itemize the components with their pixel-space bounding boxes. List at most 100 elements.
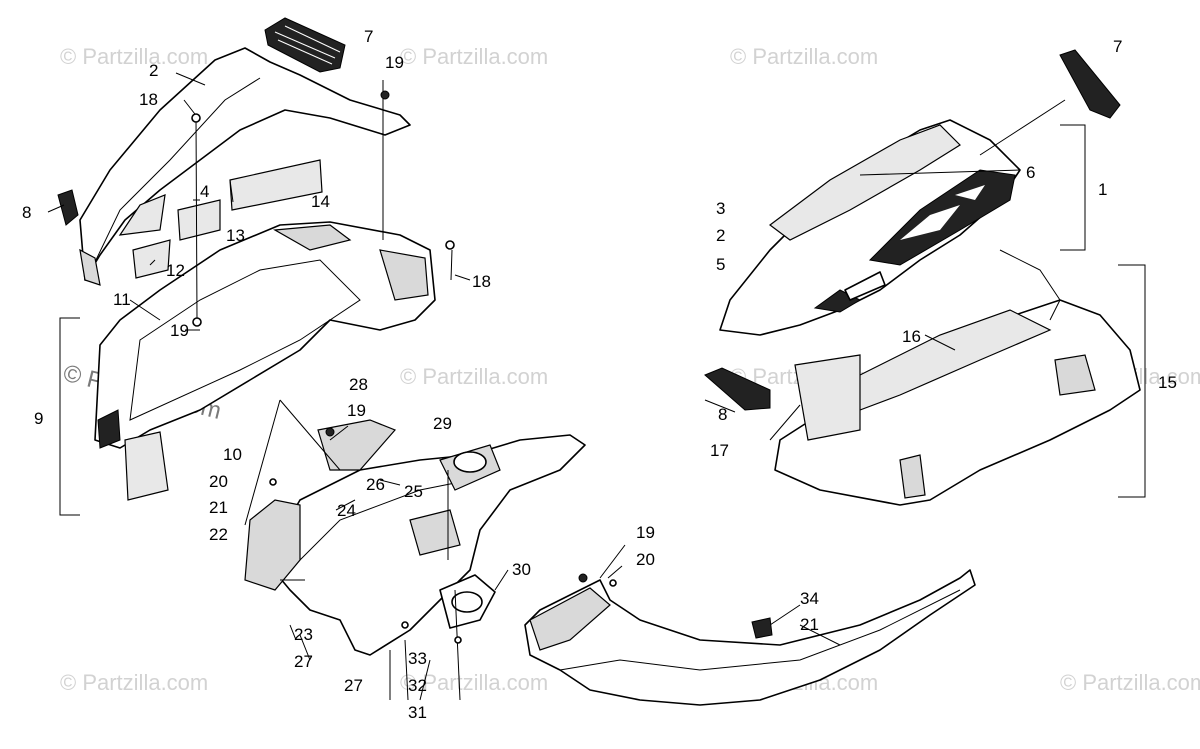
vent-8 <box>704 367 771 411</box>
leader-lines <box>704 334 956 441</box>
bracket-9 <box>59 317 80 516</box>
callout-label: 15 <box>1158 373 1177 392</box>
fastener <box>401 621 409 629</box>
side-trim <box>57 189 79 226</box>
vent-7 <box>1059 49 1121 119</box>
hood-edge <box>79 248 101 286</box>
watermark: © Partzilla.com <box>1060 670 1200 695</box>
callout-label: 25 <box>404 482 423 501</box>
watermark: © Partzilla.com <box>400 364 548 389</box>
callout-label: 18 <box>139 90 158 109</box>
callout-label: 1 <box>1098 180 1107 199</box>
inner-panel-side <box>379 249 429 301</box>
side-panel-rear <box>999 249 1061 321</box>
callout-label: 16 <box>902 327 921 346</box>
callout-label: 14 <box>311 192 330 211</box>
leader-lines <box>859 99 1066 176</box>
decal-13 <box>177 199 221 241</box>
runner-contour <box>559 589 961 671</box>
bracket-1 <box>1060 124 1086 251</box>
decal-17 <box>794 354 861 441</box>
fastener <box>192 317 202 327</box>
callout-label: 22 <box>209 525 228 544</box>
watermark: © Partzilla.com <box>730 44 878 69</box>
hood-contour <box>94 77 261 263</box>
callout-label: 13 <box>226 226 245 245</box>
callout-label: 8 <box>718 405 727 424</box>
vent-grille-mesh <box>274 25 341 65</box>
callout-label: 17 <box>710 441 729 460</box>
grommet-30-hole <box>451 591 483 613</box>
decal-12 <box>132 239 171 279</box>
deflector-28 <box>317 419 397 471</box>
callout-label: 11 <box>113 290 131 309</box>
fastener <box>454 636 462 644</box>
watermark: © Partzilla.com <box>400 44 548 69</box>
center-belly-assembly <box>244 399 586 701</box>
callout-label: 24 <box>337 501 356 520</box>
fastener <box>325 427 335 437</box>
hood-nose <box>844 271 886 301</box>
callout-label: 21 <box>209 498 228 517</box>
runner-rail <box>524 569 976 706</box>
callout-label: 12 <box>166 261 185 280</box>
callout-label: 34 <box>800 589 819 608</box>
callout-label: 2 <box>149 61 158 80</box>
callout-label: 5 <box>716 255 725 274</box>
decal-4 <box>118 194 166 236</box>
callout-label: 6 <box>1026 163 1035 182</box>
inner-panel-opening <box>129 259 361 421</box>
fastener <box>578 573 588 583</box>
callout-label: 19 <box>170 321 189 340</box>
inner-panel-edge <box>97 409 121 449</box>
grommet-29 <box>453 451 487 473</box>
callout-label: 23 <box>294 625 313 644</box>
bracket-15 <box>1118 264 1146 498</box>
watermark: © Partzilla.com <box>60 44 208 69</box>
callout-label: 30 <box>512 560 531 579</box>
inner-panel <box>94 221 436 449</box>
callout-label: 3 <box>716 199 725 218</box>
callout-label: 29 <box>433 414 452 433</box>
bottom-runner-assembly <box>524 544 976 706</box>
leader-lines <box>599 544 841 646</box>
inner-panel-vent <box>273 224 352 251</box>
bracket-22 <box>244 499 301 591</box>
callout-label: 33 <box>408 649 427 668</box>
callout-label: 27 <box>344 676 363 695</box>
runner-bracket <box>529 587 611 651</box>
callout-label: 21 <box>800 615 819 634</box>
callout-label: 26 <box>366 475 385 494</box>
right-hood-assembly <box>719 49 1121 336</box>
decal-10 <box>124 431 169 501</box>
callout-label: 9 <box>34 409 43 428</box>
callout-label: 18 <box>472 272 491 291</box>
side-panel-vent <box>1054 354 1096 396</box>
callout-label: 19 <box>347 401 366 420</box>
callout-label: 20 <box>636 550 655 569</box>
hood-top-decal <box>769 124 961 241</box>
callout-label: 20 <box>209 472 228 491</box>
callout-label: 2 <box>716 226 725 245</box>
fastener <box>609 579 617 587</box>
callout-label: 7 <box>1113 37 1122 56</box>
callouts: 1 2 3 5 6 7 8 15 16 17 2 4 7 8 9 10 11 1… <box>22 27 1177 722</box>
side-panel-slot <box>899 454 926 499</box>
decal-14 <box>229 159 323 211</box>
callout-label: 4 <box>200 182 209 201</box>
callout-label: 28 <box>349 375 368 394</box>
callout-label: 32 <box>408 676 427 695</box>
hood-shell <box>719 119 1021 336</box>
graphic-decal-6-highlight <box>900 185 985 240</box>
fastener <box>445 240 455 250</box>
left-hood-assembly <box>47 17 471 516</box>
callout-label: 19 <box>385 53 404 72</box>
callout-label: 19 <box>636 523 655 542</box>
callout-label: 10 <box>223 445 242 464</box>
leader-lines <box>47 72 471 331</box>
fastener <box>380 90 390 100</box>
clip-34 <box>751 617 773 639</box>
side-panel-top <box>849 309 1052 411</box>
